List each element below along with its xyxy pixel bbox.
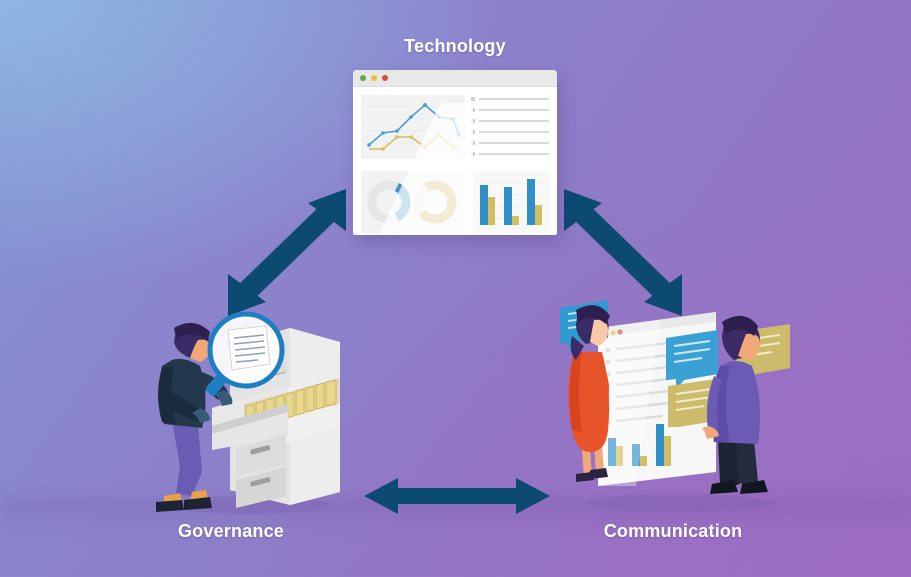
document-page: [227, 325, 271, 371]
technology-browser-window[interactable]: [353, 70, 557, 235]
line-chart: [361, 95, 465, 159]
list-item-line: [479, 120, 549, 122]
arrow-governance-to-technology: [228, 189, 346, 316]
bar-chart: [471, 171, 549, 233]
window-maximize-red-icon[interactable]: [382, 75, 388, 81]
person-with-magnifier: [156, 322, 233, 512]
bullet-icon: [471, 141, 475, 145]
bullet-icon: [471, 119, 475, 123]
page-title-technology: Technology: [404, 36, 506, 56]
arrow-technology-to-communication: [564, 189, 682, 316]
list-item: [471, 119, 549, 123]
bullet-icon: [471, 97, 475, 101]
woman-in-orange-dress: [568, 305, 610, 482]
content-list: [471, 97, 549, 163]
window-minimize-yellow-icon[interactable]: [371, 75, 377, 81]
list-item-line: [479, 109, 549, 111]
page-title-governance: Governance: [177, 521, 285, 541]
magnifying-glass: [205, 311, 285, 396]
governance-illustration: [156, 311, 340, 514]
list-item: [471, 108, 549, 112]
man-in-purple-shirt: [702, 315, 768, 494]
window-close-green-icon[interactable]: [360, 75, 366, 81]
list-item: [471, 141, 549, 145]
list-item: [471, 152, 549, 156]
page-title-communication: Communication: [603, 521, 743, 541]
donut-charts: [361, 171, 465, 233]
screen-bar-chart: [608, 424, 671, 466]
list-item-line: [479, 142, 549, 144]
browser-titlebar: [353, 70, 557, 87]
list-item-line: [479, 131, 549, 133]
bullet-icon: [471, 108, 475, 112]
list-item-line: [479, 153, 549, 155]
arrow-governance-to-communication: [364, 478, 550, 514]
communication-illustration: [560, 300, 790, 512]
browser-content: [353, 87, 557, 235]
bullet-icon: [471, 130, 475, 134]
bullet-icon: [471, 152, 475, 156]
speech-bubble-blue-center: [666, 330, 718, 390]
list-item: [471, 130, 549, 134]
list-item: [471, 97, 549, 101]
list-item-line: [479, 98, 549, 100]
